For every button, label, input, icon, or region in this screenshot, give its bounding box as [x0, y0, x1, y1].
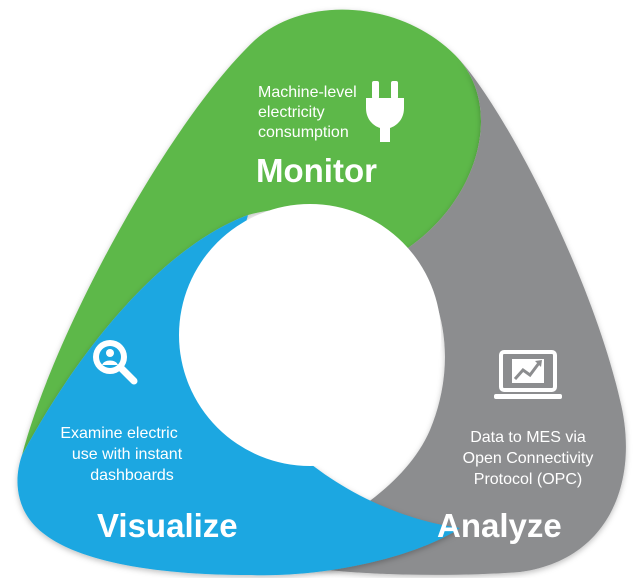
analyze-desc-line-1: Data to MES via [470, 429, 586, 446]
visualize-desc-line-2: use with instant [72, 446, 183, 463]
magnifier-user-icon [93, 340, 138, 385]
visualize-title: Visualize [97, 507, 238, 544]
monitor-segment [22, 9, 482, 455]
monitor-title: Monitor [256, 152, 377, 189]
analyze-desc-line-3: Protocol (OPC) [474, 471, 582, 488]
analyze-desc-line-2: Open Connectivity [463, 450, 594, 467]
visualize-desc-line-1: Examine electric [60, 425, 177, 442]
monitor-chart-icon [494, 350, 562, 399]
monitor-desc-line-2: electricity [258, 104, 325, 121]
plug-icon [366, 81, 404, 142]
visualize-desc-line-3: dashboards [90, 467, 174, 484]
analyze-title: Analyze [437, 507, 562, 544]
analyze-segment [270, 55, 626, 575]
monitor-desc-line-1: Machine-level [258, 84, 357, 101]
monitor-desc-line-3: consumption [258, 124, 349, 141]
center-circle [179, 204, 441, 466]
